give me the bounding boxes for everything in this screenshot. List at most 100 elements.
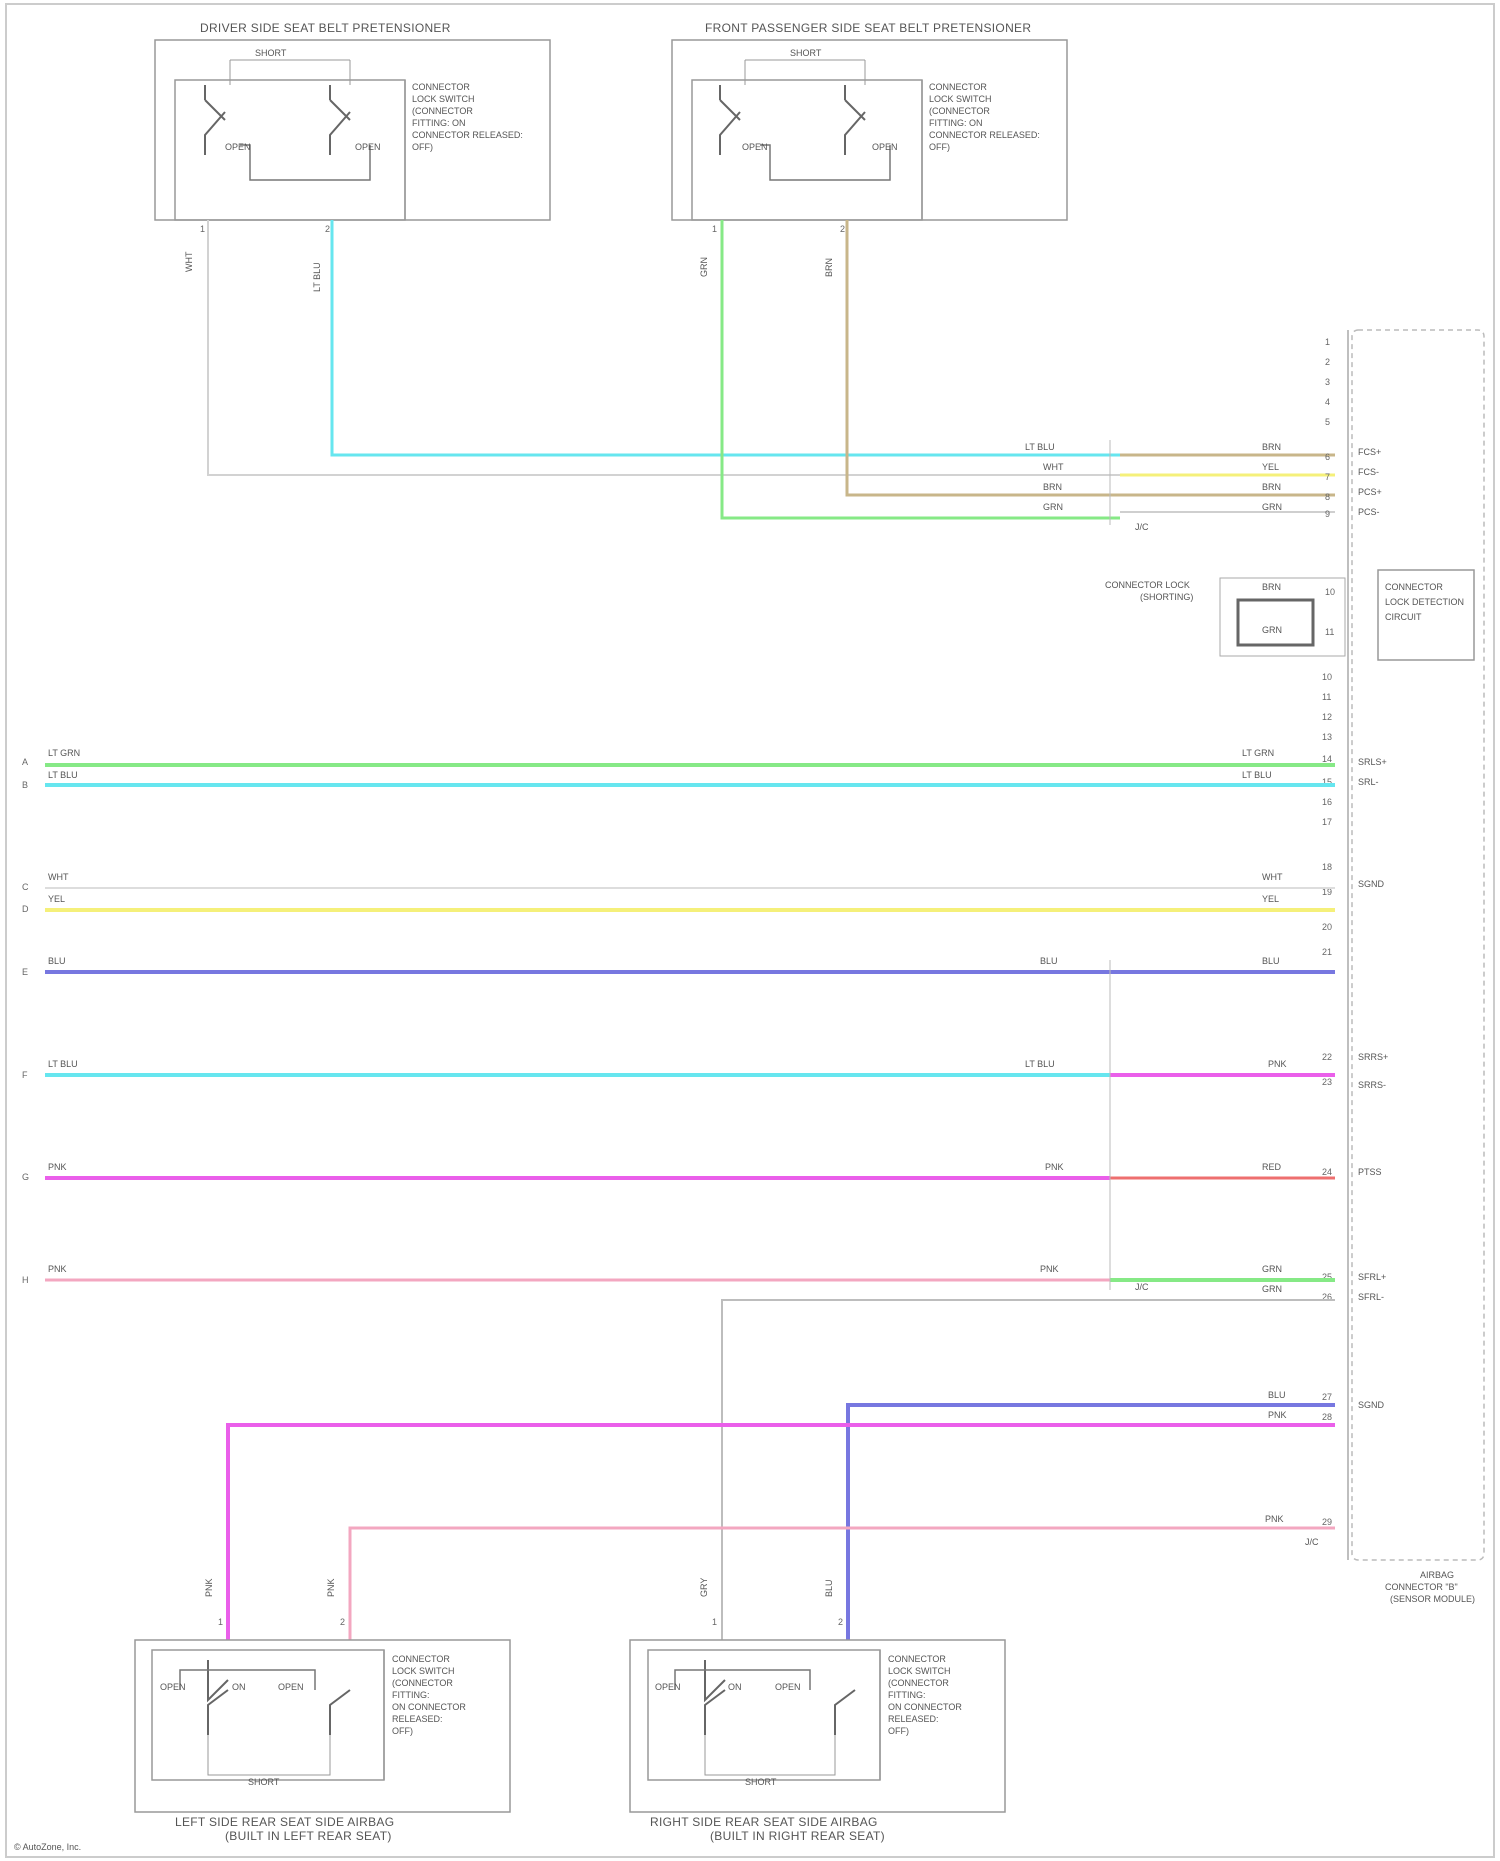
svg-text:GRN: GRN [1262,1284,1282,1294]
svg-text:FITTING: ON: FITTING: ON [412,118,466,128]
svg-text:OFF): OFF) [412,142,433,152]
svg-text:WHT: WHT [184,251,194,272]
svg-text:RED: RED [1262,1162,1282,1172]
svg-text:14: 14 [1322,754,1332,764]
svg-text:(CONNECTOR: (CONNECTOR [888,1678,949,1688]
svg-text:LT BLU: LT BLU [1025,442,1055,452]
svg-text:28: 28 [1322,1412,1332,1422]
svg-text:CONNECTOR: CONNECTOR [929,82,987,92]
svg-text:6: 6 [1325,452,1330,462]
svg-text:BRN: BRN [1262,482,1281,492]
svg-text:5: 5 [1325,417,1330,427]
svg-text:GRN: GRN [699,257,709,277]
svg-text:PNK: PNK [1045,1162,1064,1172]
svg-text:10: 10 [1322,672,1332,682]
svg-text:LT BLU: LT BLU [48,770,78,780]
svg-text:YEL: YEL [1262,894,1279,904]
connector-detect-label-line2: LOCK DETECTION [1385,597,1464,607]
svg-text:LOCK SWITCH: LOCK SWITCH [888,1666,951,1676]
svg-text:LOCK SWITCH: LOCK SWITCH [412,94,475,104]
svg-text:PNK: PNK [48,1264,67,1274]
svg-text:1: 1 [712,224,717,234]
svg-text:(CONNECTOR: (CONNECTOR [929,106,990,116]
svg-text:PCS+: PCS+ [1358,487,1382,497]
svg-text:CONNECTOR RELEASED:: CONNECTOR RELEASED: [929,130,1040,140]
svg-text:RELEASED:: RELEASED: [392,1714,443,1724]
top-left-box-title: DRIVER SIDE SEAT BELT PRETENSIONER [200,21,451,35]
svg-text:OPEN: OPEN [225,142,251,152]
bottom-left-box-title-line1: LEFT SIDE REAR SEAT SIDE AIRBAG [175,1815,394,1829]
top-wires: WHT LT BLU GRN BRN LT BLU WHT BRN GRN BR… [184,220,1335,532]
svg-text:WHT: WHT [48,872,69,882]
svg-text:SRLS+: SRLS+ [1358,757,1387,767]
svg-text:18: 18 [1322,862,1332,872]
svg-text:BRN: BRN [1043,482,1062,492]
svg-text:SHORT: SHORT [745,1777,777,1787]
bottom-left-side-airbag: OPEN ON OPEN SHORT CONNECTOR LOCK SWITCH… [135,1640,510,1843]
svg-text:BLU: BLU [1268,1390,1286,1400]
bottom-wires: BLU PNK PNK J/C PNK PNK GRY BLU 1 2 1 2 [204,1300,1335,1640]
svg-text:FCS+: FCS+ [1358,447,1381,457]
top-left-pretensioner: DRIVER SIDE SEAT BELT PRETENSIONER SHORT… [155,21,550,234]
svg-text:1: 1 [218,1617,223,1627]
svg-text:A: A [22,757,28,767]
svg-text:OPEN: OPEN [775,1682,801,1692]
svg-text:CONNECTOR RELEASED:: CONNECTOR RELEASED: [412,130,523,140]
top-right-pretensioner: FRONT PASSENGER SIDE SEAT BELT PRETENSIO… [672,21,1067,234]
svg-text:FITTING:: FITTING: [392,1690,430,1700]
svg-text:PNK: PNK [1265,1514,1284,1524]
svg-text:LT BLU: LT BLU [1242,770,1272,780]
connector-lock-label-line1: CONNECTOR LOCK [1105,580,1190,590]
svg-text:OPEN: OPEN [278,1682,304,1692]
svg-text:SFRL-: SFRL- [1358,1292,1384,1302]
svg-text:OPEN: OPEN [160,1682,186,1692]
svg-text:PTSS: PTSS [1358,1167,1382,1177]
svg-text:BLU: BLU [48,956,66,966]
sensor-module-connector: 1 2 3 4 5 6 7 8 9 10 11 12 13 14 15 16 1… [1322,330,1484,1604]
svg-text:20: 20 [1322,922,1332,932]
svg-text:J/C: J/C [1305,1537,1319,1547]
module-label-line1: AIRBAG [1420,1570,1454,1580]
svg-text:9: 9 [1325,509,1330,519]
svg-text:PNK: PNK [204,1578,214,1597]
svg-text:22: 22 [1322,1052,1332,1062]
svg-text:2: 2 [838,1617,843,1627]
svg-text:LOCK SWITCH: LOCK SWITCH [929,94,992,104]
bottom-right-side-airbag: OPEN ON OPEN SHORT CONNECTOR LOCK SWITCH… [630,1640,1005,1843]
svg-text:GRN: GRN [1262,502,1282,512]
svg-text:PNK: PNK [1268,1410,1287,1420]
svg-text:YEL: YEL [48,894,65,904]
svg-text:ON CONNECTOR: ON CONNECTOR [392,1702,466,1712]
connector-lock-block: CONNECTOR LOCK (SHORTING) BRN GRN CONNEC… [1105,570,1474,660]
svg-text:ON: ON [728,1682,742,1692]
svg-text:SHORT: SHORT [255,48,287,58]
module-label-line3: (SENSOR MODULE) [1390,1594,1475,1604]
svg-text:C: C [22,882,29,892]
svg-text:LOCK SWITCH: LOCK SWITCH [392,1666,455,1676]
svg-text:11: 11 [1325,627,1334,637]
svg-text:PNK: PNK [48,1162,67,1172]
svg-text:1: 1 [712,1617,717,1627]
connector-detect-label-line3: CIRCUIT [1385,612,1422,622]
svg-text:E: E [22,967,28,977]
svg-text:(CONNECTOR: (CONNECTOR [392,1678,453,1688]
svg-text:2: 2 [325,224,330,234]
svg-text:SGND: SGND [1358,879,1385,889]
svg-text:GRN: GRN [1043,502,1063,512]
svg-text:YEL: YEL [1262,462,1279,472]
middle-wires: A B C D E F G H LT GRN LT GRN LT BLU LT … [22,748,1335,1294]
svg-text:RELEASED:: RELEASED: [888,1714,939,1724]
svg-text:B: B [22,780,28,790]
connector-lock-label-line2: (SHORTING) [1140,592,1193,602]
svg-text:PCS-: PCS- [1358,507,1380,517]
svg-text:F: F [22,1070,28,1080]
svg-text:FITTING: ON: FITTING: ON [929,118,983,128]
svg-text:BLU: BLU [824,1579,834,1597]
svg-text:D: D [22,904,29,914]
svg-text:WHT: WHT [1262,872,1283,882]
svg-text:21: 21 [1322,947,1332,957]
svg-text:PNK: PNK [326,1578,336,1597]
svg-text:ON CONNECTOR: ON CONNECTOR [888,1702,962,1712]
svg-text:OPEN: OPEN [355,142,381,152]
